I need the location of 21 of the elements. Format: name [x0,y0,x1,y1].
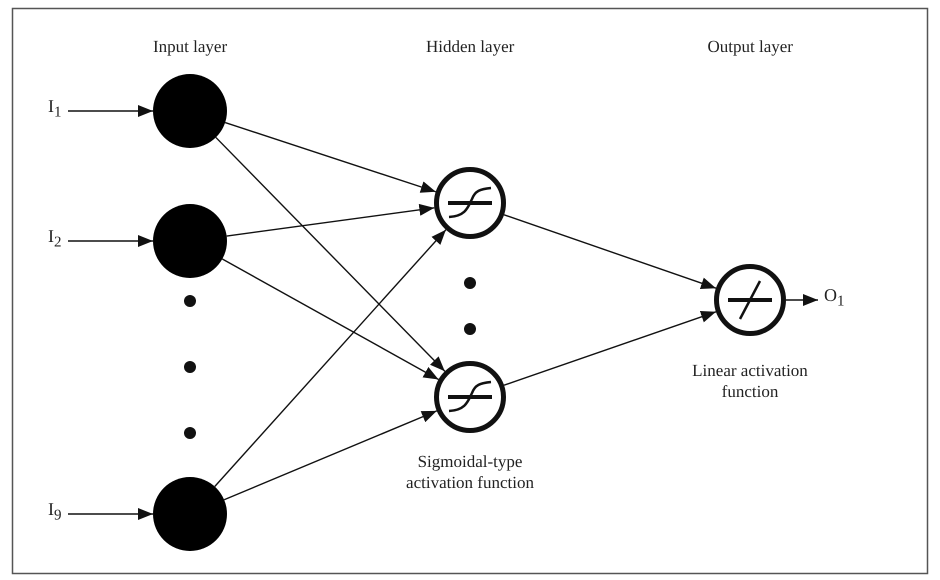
arrow [226,204,434,237]
arrow [786,294,818,306]
arrow [224,122,436,193]
arrow [215,136,446,372]
layer-title: Output layer [708,37,793,57]
arrow [504,311,716,386]
input-label: I$_{1}$ [48,96,62,116]
arrow [68,105,153,117]
layer-title: Input layer [153,37,228,57]
layer-title: Hidden layer [426,37,514,57]
arrow [504,214,716,289]
output-label: O$_{1}$ [824,284,844,304]
arrow [68,508,153,520]
arrow [214,229,446,487]
activation-caption: Linear activation function [691,360,809,402]
arrow [224,410,438,500]
input-label: I$_{2}$ [48,226,62,246]
input-label: I$_{9}$ [48,498,62,518]
arrow [68,235,153,247]
arrow [222,258,439,380]
activation-caption: Sigmoidal-type activation function [405,451,535,493]
